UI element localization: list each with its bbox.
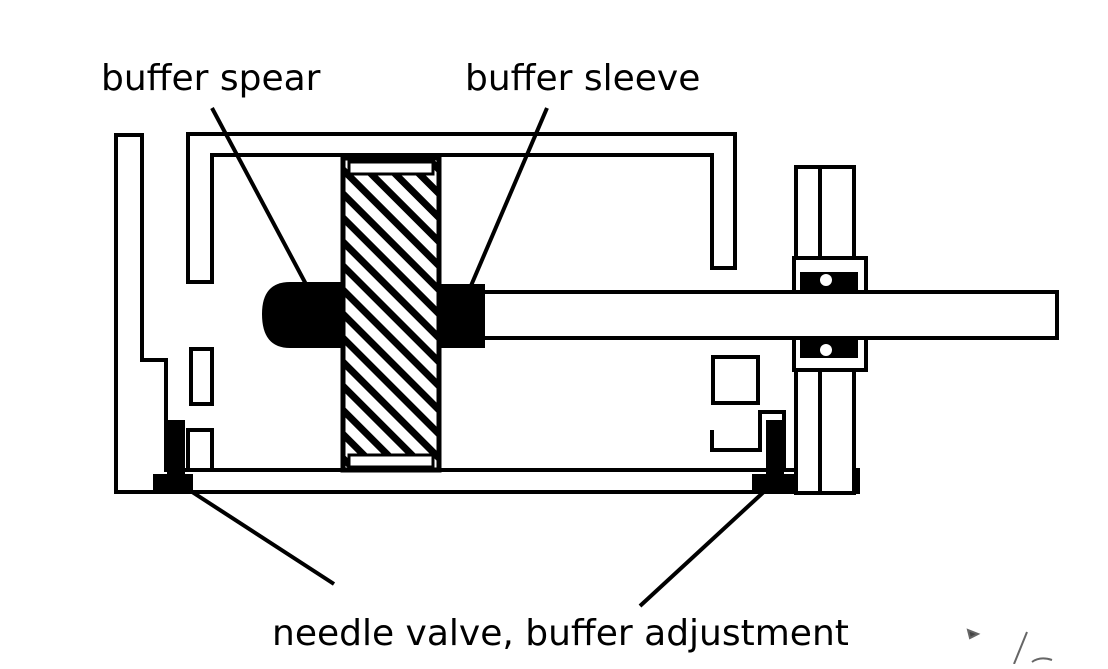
corner-scribble xyxy=(966,628,1053,665)
needle-valve-left xyxy=(153,420,193,490)
port-right xyxy=(711,355,760,405)
leader-needle-left xyxy=(184,486,336,586)
piston-rod xyxy=(481,290,1059,340)
port-left xyxy=(189,347,214,406)
needle-valve-right xyxy=(752,420,796,490)
leader-buffer-sleeve xyxy=(468,107,549,289)
barrel-bottom xyxy=(210,410,786,472)
barrel-lower-left xyxy=(186,428,214,472)
leader-needle-right xyxy=(638,486,770,608)
barrel-top xyxy=(186,132,737,284)
end-cap-left xyxy=(114,133,860,494)
label-buffer-spear: buffer spear xyxy=(101,58,321,99)
label-needle-valve: needle valve, buffer adjustment xyxy=(272,613,849,654)
buffer-sleeve xyxy=(439,284,485,348)
piston xyxy=(340,155,442,473)
leader-buffer-spear xyxy=(210,107,310,289)
label-buffer-sleeve: buffer sleeve xyxy=(465,58,701,99)
piston-seals xyxy=(347,160,435,469)
buffer-spear xyxy=(262,282,343,348)
